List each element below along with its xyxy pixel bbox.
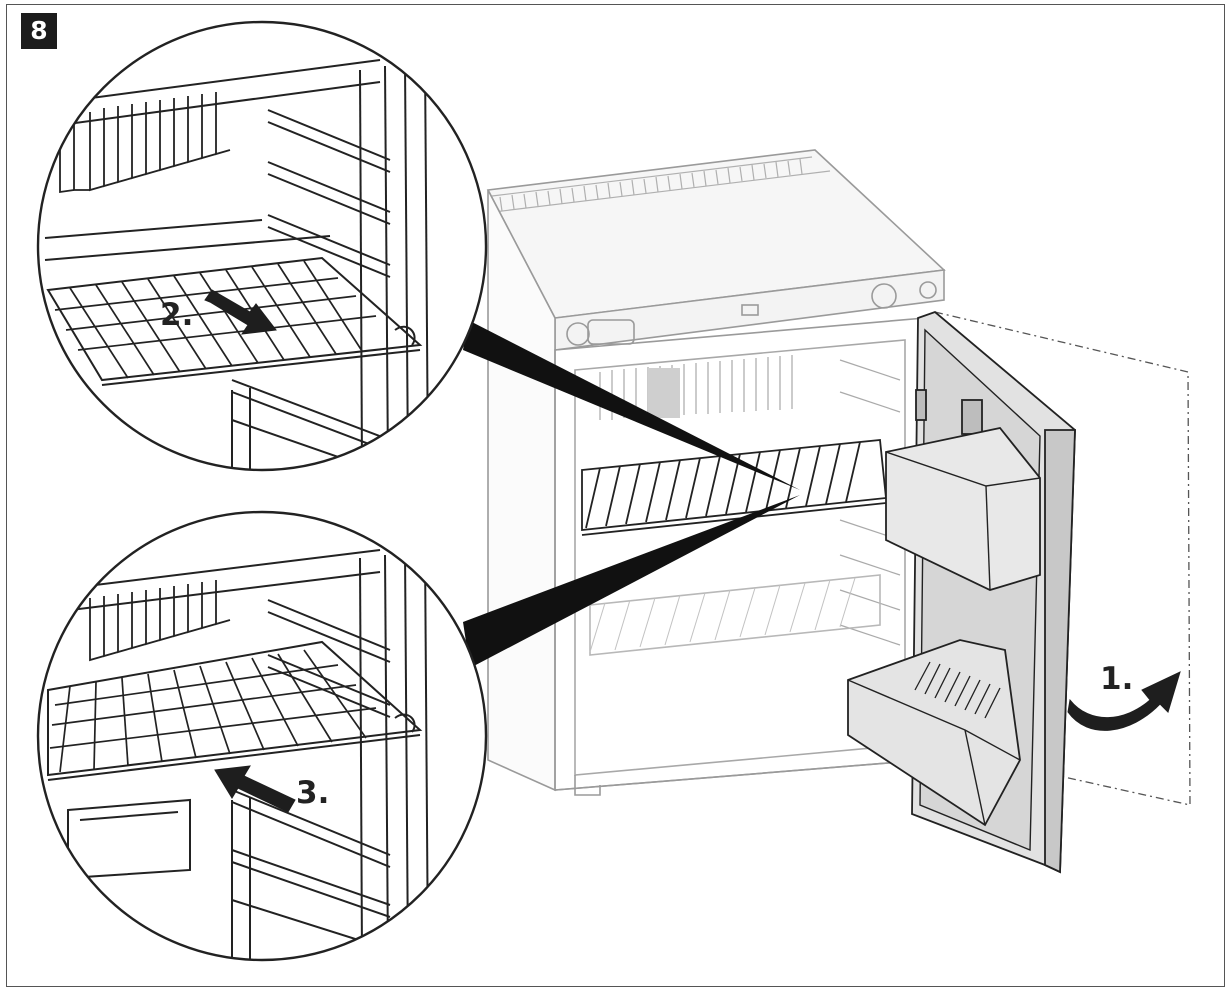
push-shelf-arrow	[214, 765, 296, 813]
zoom-circle-bottom	[36, 510, 488, 962]
figure-number-badge: 8	[21, 13, 57, 49]
zoom-pointer-bottom	[463, 495, 800, 668]
step-1-label: 1.	[1100, 661, 1134, 697]
pull-shelf-arrow	[204, 289, 277, 335]
zoom-pointer-top	[463, 320, 800, 490]
cooling-fins	[599, 355, 793, 420]
thermostat-knob-left	[566, 322, 590, 346]
open-door-arrow	[1067, 671, 1181, 731]
step-3-label: 3.	[296, 775, 330, 811]
step-2-label: 2.	[160, 297, 194, 333]
thermostat-knob-right	[871, 283, 897, 309]
fridge-door	[847, 310, 1191, 874]
top-vent-grille	[491, 156, 831, 213]
zoom-circle-top	[36, 20, 488, 472]
